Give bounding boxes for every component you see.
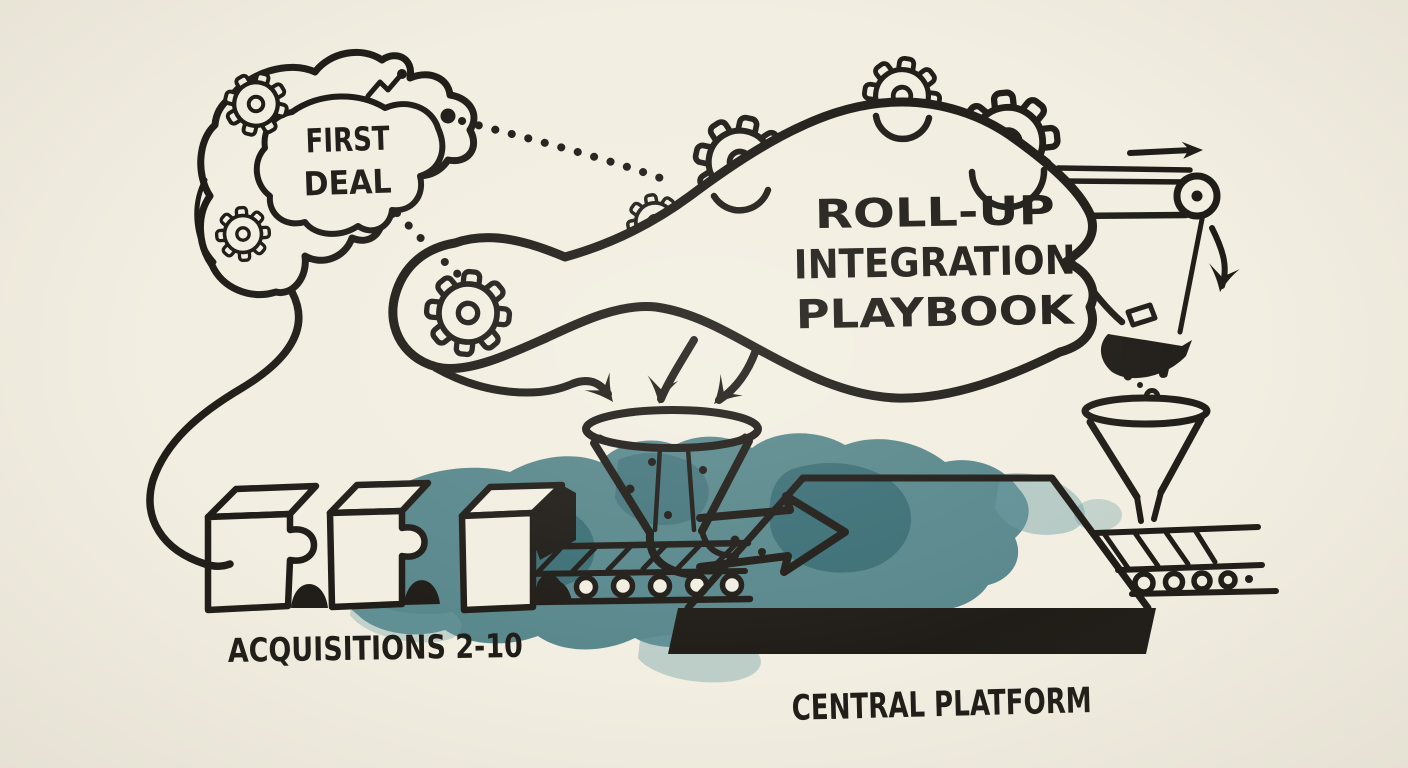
spill-chunk <box>1159 370 1167 378</box>
bucket-body <box>1100 334 1192 379</box>
first-deal-inner-outline <box>253 93 446 237</box>
puzzle-socket-shadow-3 <box>530 579 572 604</box>
platform-front-edge <box>668 608 1156 654</box>
gear-arc-hint-2 <box>968 166 1048 211</box>
in-arrow-left <box>432 364 625 412</box>
falling-chunk-1 <box>1143 388 1161 401</box>
puzzle-cube-icon-2 <box>326 479 432 611</box>
wash-light-left <box>350 598 462 643</box>
gear-icon <box>213 204 273 264</box>
gear-arc-hint-3 <box>710 186 772 214</box>
puzzle-socket-shadow-1 <box>291 584 328 608</box>
cube-dark-face <box>533 485 576 560</box>
right-conveyor-icon <box>1092 524 1279 597</box>
labels: FIRST DEAL ROLL-UP INTEGRATION PLAYBOOK … <box>227 119 1092 729</box>
falling-chunk-4 <box>1137 382 1143 388</box>
playbook-label-line1: ROLL-UP <box>814 188 1055 238</box>
connector-start-dot <box>440 108 456 124</box>
bucket-knob <box>1125 302 1158 328</box>
double-outline-accent <box>194 177 217 265</box>
playbook-blob <box>388 97 1098 403</box>
puzzle-cubes <box>204 479 576 614</box>
playbook-label-line3: PLAYBOOK <box>795 288 1076 339</box>
first-deal-label-line2: DEAL <box>303 161 392 203</box>
crane-cable <box>1177 211 1206 335</box>
central-platform-label: CENTRAL PLATFORM <box>791 681 1092 729</box>
flow-arrow-down-icon <box>1202 225 1240 296</box>
first-deal-tail-curve <box>146 288 303 570</box>
flow-arrow-right-icon <box>1127 141 1204 159</box>
in-arrow-middle <box>641 336 698 408</box>
main-funnel-icon <box>432 336 849 579</box>
puzzle-cube-icon-1 <box>204 482 320 614</box>
top-conveyor-icon <box>1055 141 1240 296</box>
first-deal-label-line1: FIRST <box>305 119 391 161</box>
crane-bucket-icon <box>1068 211 1206 379</box>
trend-arrow-icon <box>365 69 407 99</box>
puzzle-socket-shadow-2 <box>404 580 440 605</box>
gear-arc-hint-1 <box>872 112 933 143</box>
first-deal-blob <box>194 48 478 298</box>
in-arrow-right <box>701 346 760 414</box>
wash-dark-2 <box>769 462 912 573</box>
puzzle-cube-icon-3 <box>458 481 576 614</box>
playbook-label-line2: INTEGRATION <box>793 238 1076 289</box>
acquisitions-label: ACQUISITIONS 2-10 <box>227 626 523 670</box>
dotted-line-connector <box>393 117 670 282</box>
out-flow-arrow-icon <box>696 492 849 576</box>
